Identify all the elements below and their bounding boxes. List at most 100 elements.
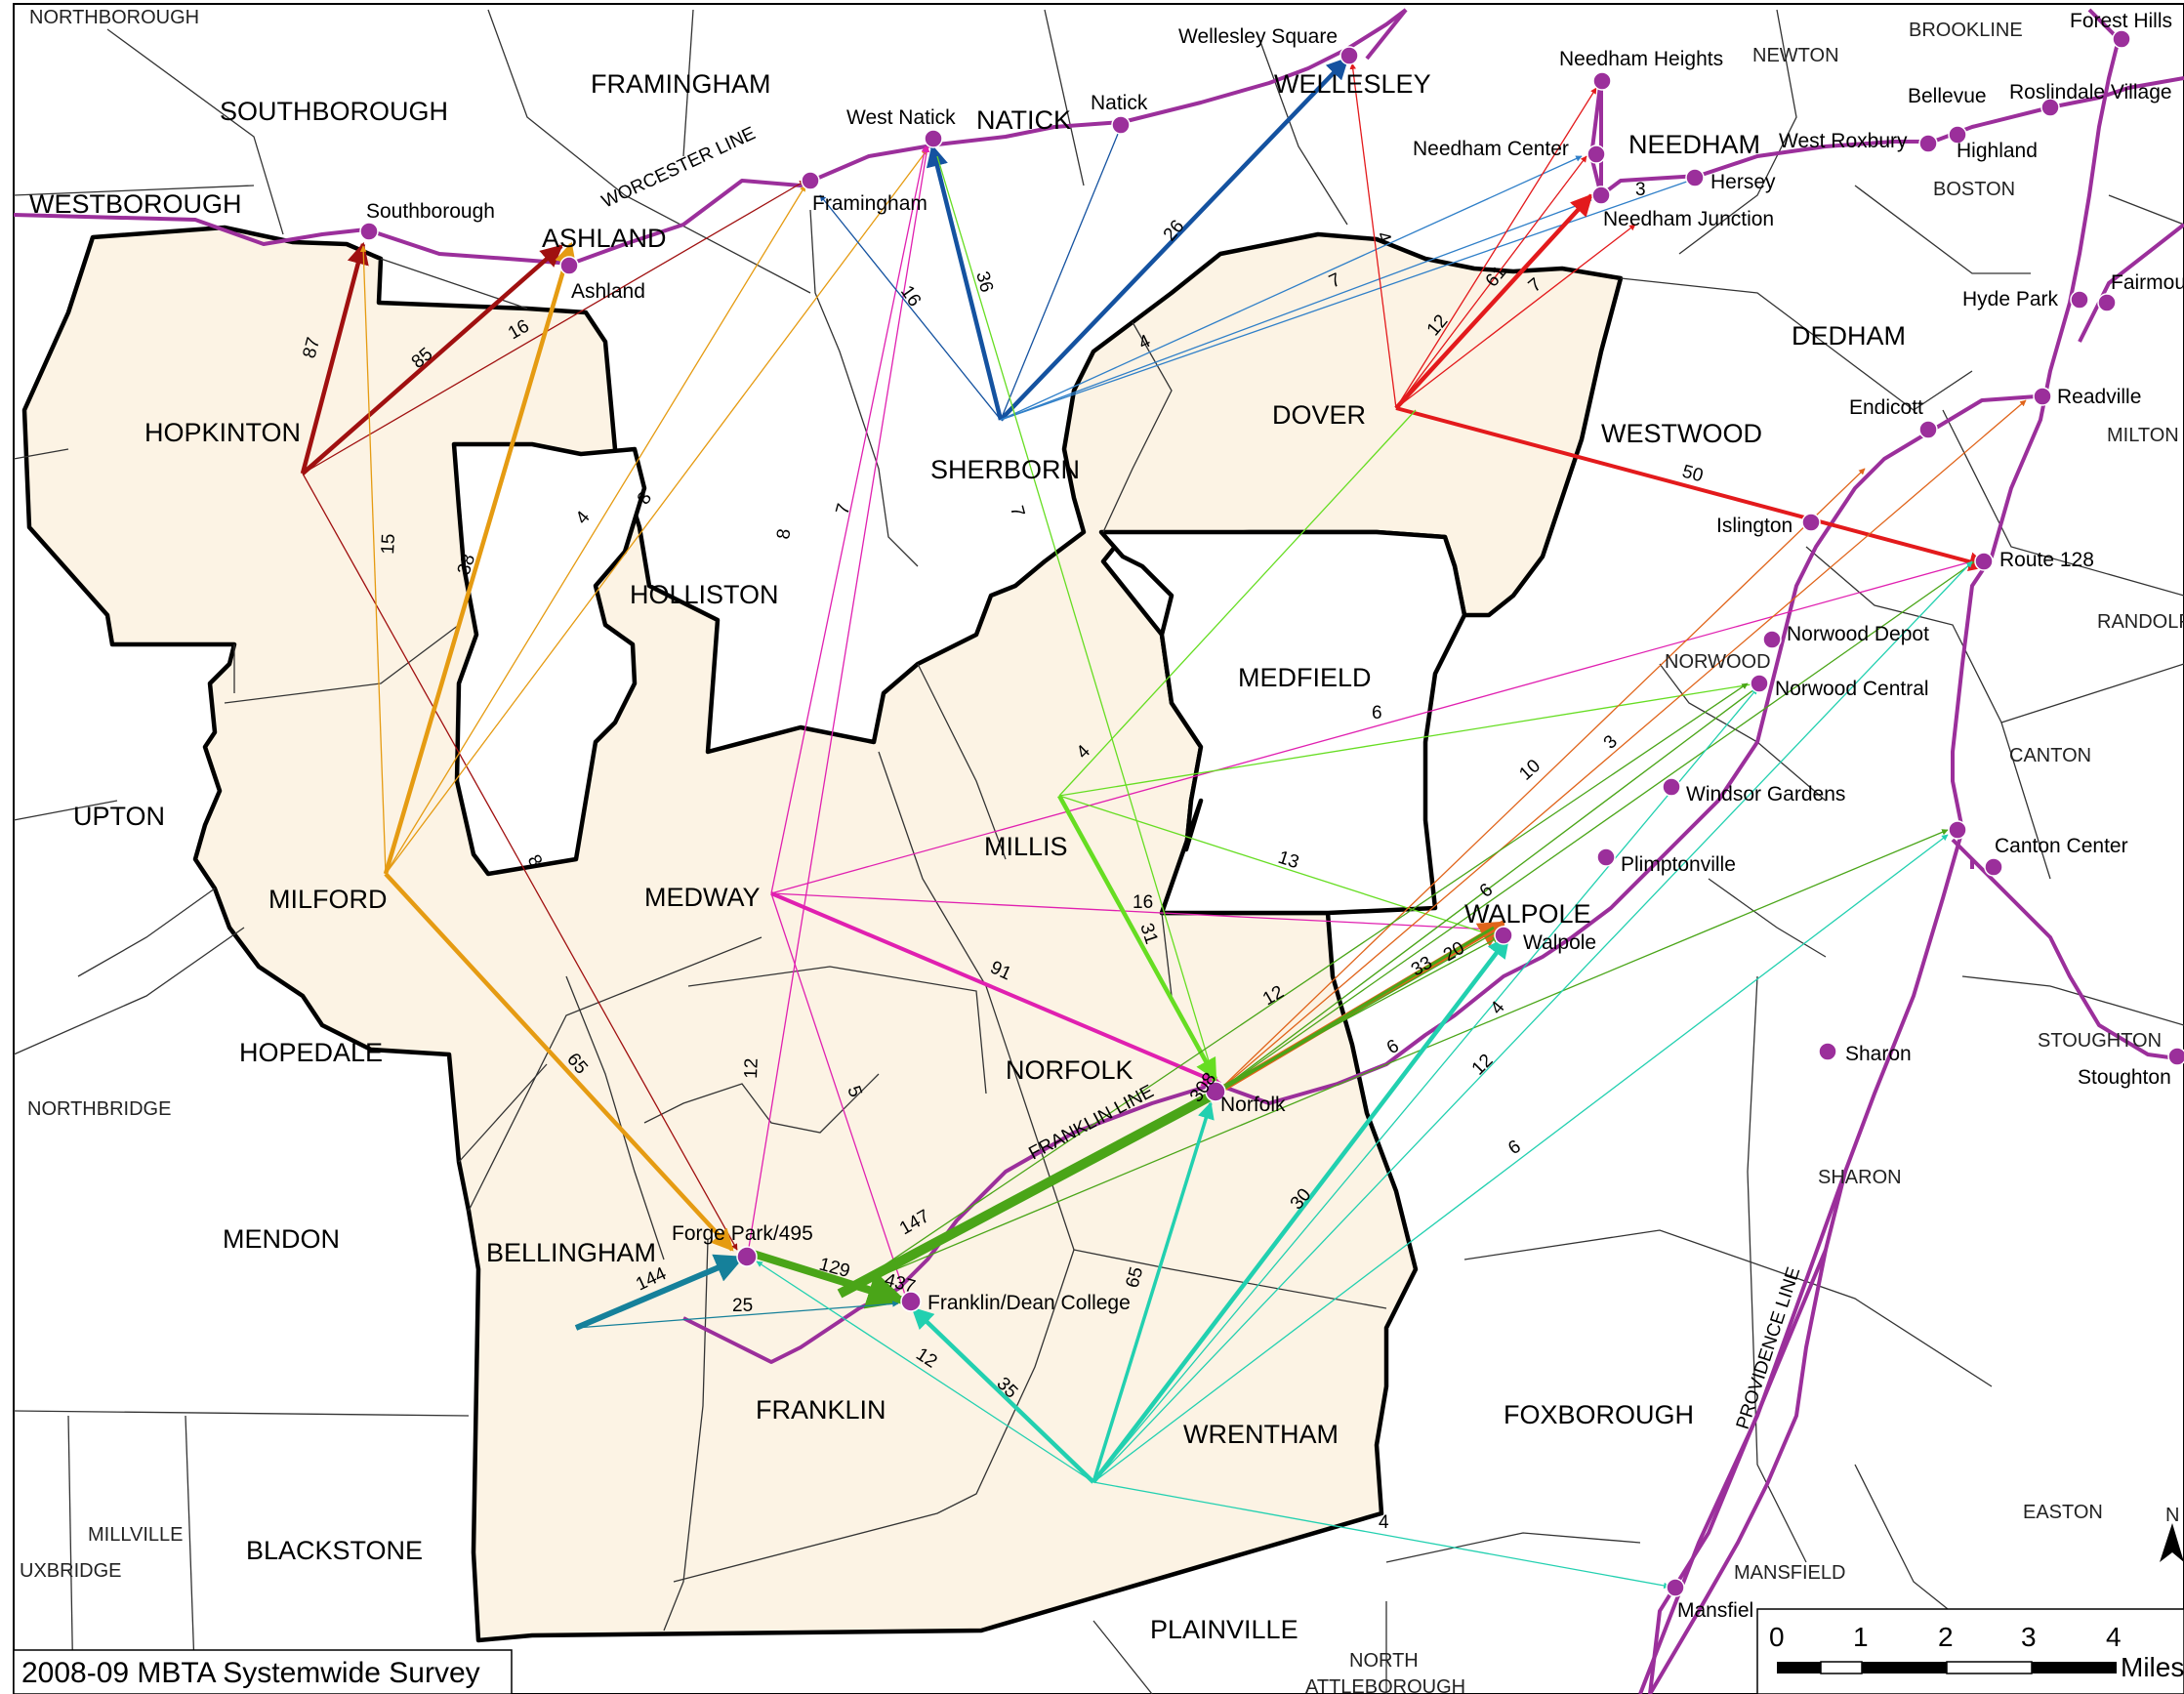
station-ashland[interactable] [559,256,579,275]
study-area [21,209,1624,1643]
town-northborough: NORTHBOROUGH [29,7,199,28]
label-roslindale: Roslindale Village [2009,81,2172,103]
station-framingham[interactable] [801,171,820,190]
label-west-roxbury: West Roxbury [1779,130,1908,152]
station-plimptonville[interactable] [1596,847,1616,867]
station-natick[interactable] [1111,115,1131,135]
station-forge-park[interactable] [736,1246,758,1267]
town-easton: EASTON [2023,1502,2103,1523]
town-holliston: HOLLISTON [630,580,779,609]
station-windsor-gardens[interactable] [1662,777,1681,797]
station-norfolk[interactable] [1205,1081,1226,1102]
town-boundaries [13,9,2184,1694]
station-roslindale[interactable] [2040,98,2060,117]
svg-text:25: 25 [732,1296,753,1316]
town-franklin: FRANKLIN [756,1395,886,1425]
town-needham: NEEDHAM [1628,130,1760,159]
town-westwood: WESTWOOD [1601,419,1762,448]
town-labels: NORTHBOROUGH SOUTHBOROUGH FRAMINGHAM N AT… [20,7,2184,1694]
station-endicott[interactable] [1918,420,1938,439]
label-franklin: Franklin/Dean College [927,1292,1131,1314]
label-norwood-depot: Norwood Depot [1787,623,1929,645]
label-natick: Natick [1091,92,1148,114]
label-norwood-central: Norwood Central [1775,678,1929,700]
town-ashland: ASHLAND [542,224,667,253]
station-islington[interactable] [1801,513,1821,532]
station-hersey[interactable] [1685,168,1705,187]
station-canton-center[interactable] [1948,820,1967,840]
town-boston: BOSTON [1933,179,2015,200]
station-labels: Southborough Ashland Framingham West Nat… [366,10,2184,1622]
town-framingham: FRAMINGHAM [591,69,771,99]
town-blackstone: BLACKSTONE [246,1536,423,1565]
scale-tick-2: 2 [1938,1622,1954,1652]
station-route128[interactable] [1974,552,1994,571]
label-canton-center: Canton Center [1995,835,2128,857]
town-upton: UPTON [73,802,165,831]
scale-unit: Miles [2121,1652,2184,1682]
station-stoughton[interactable] [2167,1047,2184,1066]
station-needham-heights[interactable] [1592,71,1612,91]
station-hyde-park[interactable] [2070,290,2089,310]
station-needham-center[interactable] [1586,145,1606,164]
station-sharon[interactable] [1818,1042,1837,1061]
station-readville[interactable] [2033,387,2052,406]
station-west-roxbury[interactable] [1918,134,1938,153]
label-southborough: Southborough [366,200,495,223]
town-north: NORTH [1349,1650,1419,1672]
station-wellesley-square[interactable] [1339,46,1359,65]
station-highland[interactable] [1948,125,1967,145]
town-attleborough: ATTLEBOROUGH [1305,1676,1465,1694]
station-canton-junction[interactable] [1984,857,2003,877]
station-norwood-central[interactable] [1750,674,1769,693]
svg-text:6: 6 [1372,703,1382,723]
svg-text:7: 7 [833,502,855,517]
station-mansfield[interactable] [1666,1578,1685,1597]
town-canton: CANTON [2009,745,2091,766]
town-brookline: BROOKLINE [1909,20,2023,41]
town-wrentham: WRENTHAM [1183,1420,1339,1449]
town-norfolk: NORFOLK [1006,1055,1133,1085]
scale-tick-0: 0 [1769,1622,1785,1652]
label-norfolk: Norfolk [1220,1094,1286,1116]
label-needham-junction: Needham Junction [1603,208,1774,230]
map-title: 2008-09 MBTA Systemwide Survey [21,1657,480,1689]
svg-text:8: 8 [773,527,795,540]
town-newton: NEWTON [1752,45,1839,66]
town-southborough: SOUTHBOROUGH [220,97,448,126]
station-fairmount[interactable] [2097,293,2117,312]
town-sharon: SHARON [1818,1167,1902,1188]
label-framingham: Framingham [812,192,927,215]
town-stoughton: STOUGHTON [2038,1030,2162,1052]
svg-text:12: 12 [741,1057,762,1079]
station-forest-hills[interactable] [2112,29,2131,49]
scale-bar: 0 1 2 3 4 Miles [1756,1608,2184,1694]
town-randolph: RANDOLP [2097,611,2184,633]
scale-tick-3: 3 [2021,1622,2037,1652]
rail-lines [13,8,2184,1694]
town-westborough: WESTBOROUGH [29,189,242,219]
station-walpole[interactable] [1494,926,1513,945]
label-fairmount: Fairmou [2111,271,2184,294]
station-southborough[interactable] [359,222,379,241]
station-west-natick[interactable] [924,129,943,148]
label-windsor-gardens: Windsor Gardens [1686,783,1845,806]
svg-text:7: 7 [1006,504,1028,519]
town-millville: MILLVILLE [88,1524,183,1546]
town-norwood: NORWOOD [1665,651,1771,673]
town-wellesley: WELLESLEY [1274,69,1431,99]
station-franklin[interactable] [900,1291,922,1312]
label-mansfield: Mansfiel [1677,1599,1753,1622]
station-needham-junction[interactable] [1591,186,1611,205]
svg-text:N: N [2165,1505,2179,1526]
scale-tick-4: 4 [2106,1622,2122,1652]
svg-text:15: 15 [378,533,399,555]
label-needham-center: Needham Center [1413,138,1569,160]
label-needham-heights: Needham Heights [1559,48,1723,70]
station-norwood-depot[interactable] [1762,630,1782,649]
label-hersey: Hersey [1710,171,1776,193]
label-stoughton: Stoughton [2078,1066,2171,1089]
label-endicott: Endicott [1849,396,1923,419]
label-highland: Highland [1957,140,2038,162]
